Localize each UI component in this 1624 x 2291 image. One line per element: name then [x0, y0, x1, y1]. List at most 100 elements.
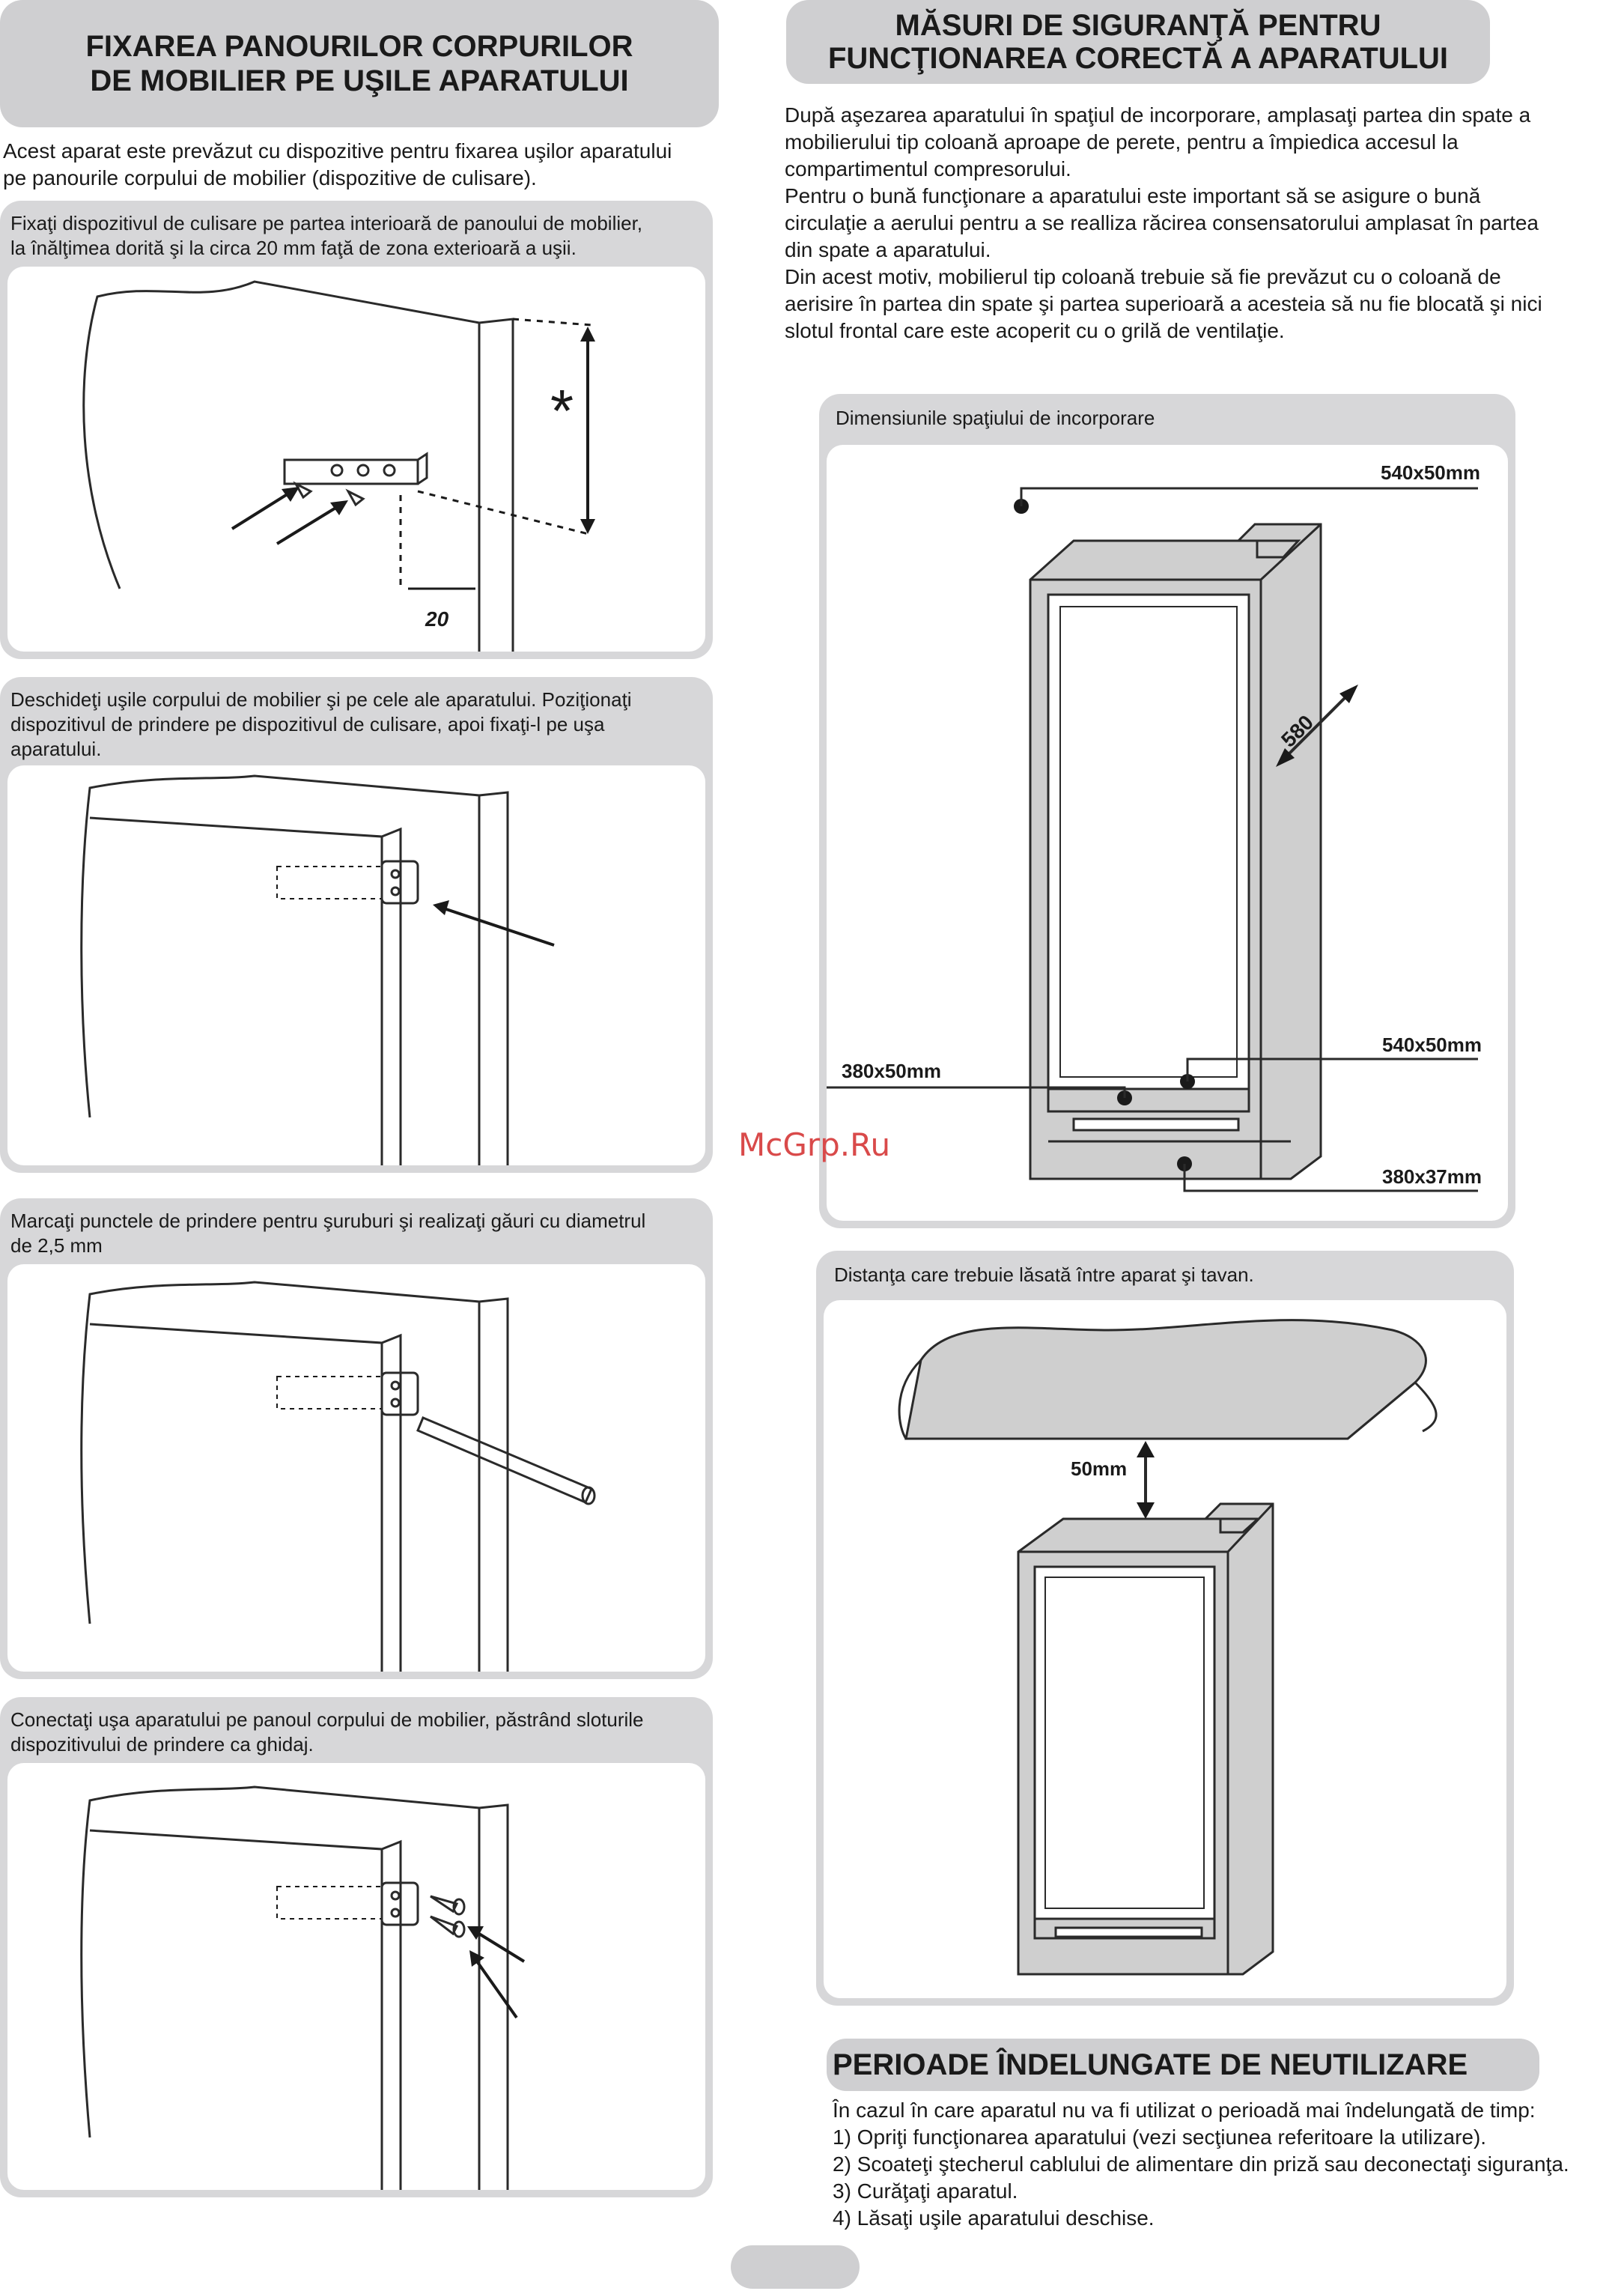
step1-panel: Fixaţi dispozitivul de culisare pe parte… [0, 201, 713, 659]
bracket [380, 1881, 419, 1926]
step2-caption-line-2: dispozitivul de prindere pe dispozitivul… [10, 713, 605, 735]
gap-dim-heads [1137, 1441, 1155, 1519]
step3-caption-line-1: Marcaţi punctele de prindere pentru şuru… [10, 1210, 646, 1232]
left-intro: Acest aparat este prevăzut cu dispozitiv… [3, 138, 722, 192]
screw-2 [345, 488, 365, 507]
step1-caption-line-2: la înălţimea dorită şi la circa 20 mm fa… [10, 237, 577, 259]
ceiling-drawing: 50mm [898, 1319, 1438, 1976]
step3-caption: Marcaţi punctele de prindere pentru şuru… [0, 1198, 713, 1258]
bracket-hole-1 [390, 1890, 401, 1901]
appliance-door-edge [380, 827, 402, 1165]
appliance-top-edge [89, 1829, 383, 1851]
slide-hole-1 [330, 464, 344, 477]
step1-caption: Fixaţi dispozitivul de culisare pe parte… [0, 201, 713, 261]
right-body-line-9: slotul frontal care este acoperit cu o g… [785, 319, 1285, 342]
step4-panel: Conectaţi uşa aparatului pe panoul corpu… [0, 1697, 713, 2197]
dim-top-leader [1020, 487, 1478, 506]
step3-drawing [80, 1281, 596, 1672]
long-term-item-2: 2) Scoateţi ştecherul cablului de alimen… [833, 2152, 1569, 2176]
cabinet-front-edge [1018, 1502, 1274, 1974]
panel-edge [478, 791, 509, 1165]
step4-illustration [7, 1763, 705, 2190]
right-body-line-3: compartimentul compresorului. [785, 157, 1071, 180]
long-term-item-1: 1) Opriţi funcţionarea aparatului (vezi … [833, 2125, 1487, 2149]
step3-panel: Marcaţi punctele de prindere pentru şuru… [0, 1198, 713, 1679]
slide-hole-2 [356, 464, 370, 477]
bracket-hole-1 [390, 1380, 401, 1391]
appliance-top-edge [89, 816, 383, 838]
step3-illustration [7, 1264, 705, 1672]
arrow-2 [276, 503, 342, 545]
right-body-line-6: din spate a aparatului. [785, 238, 991, 261]
step4-drawing [80, 1785, 526, 2190]
arrow-2-head [330, 500, 348, 515]
dim-depth-heads [1276, 685, 1358, 767]
page-number-badge [731, 2245, 860, 2289]
arrow-head [433, 900, 449, 915]
right-body-line-5: circulaţie a aerului pentru a se realliz… [785, 211, 1539, 234]
step4-caption: Conectaţi uşa aparatului pe panoul corpu… [0, 1697, 713, 1757]
dimensions-panel: Dimensiunile spaţiului de incorporare 54… [819, 394, 1515, 1228]
ceiling-illustration: 50mm [824, 1300, 1506, 1998]
ceiling-block [904, 1319, 1427, 1440]
step2-caption: Deschideţi uşile corpului de mobilier şi… [0, 677, 713, 762]
long-term-heading: PERIOADE ÎNDELUNGATE DE NEUTILIZARE [827, 2039, 1539, 2091]
long-term-item-3: 3) Curăţaţi aparatul. [833, 2179, 1018, 2203]
left-intro-line-2: pe panourile corpului de mobilier (dispo… [3, 166, 537, 189]
ceiling-caption: Distanţa care trebuie lăsată între apara… [834, 1263, 1254, 1286]
right-body-line-7: Din acest motiv, mobilierul tip coloană … [785, 265, 1501, 288]
dimensions-illustration: 540x50mm 580 540x50mm 380x50mm 380x37mm [827, 445, 1508, 1221]
bracket-hole-2 [390, 1908, 401, 1918]
step2-drawing [80, 774, 555, 1165]
step1-drawing: * 20 [82, 280, 595, 652]
dim-left-leader [827, 1086, 1126, 1098]
step2-caption-line-1: Deschideţi uşile corpului de mobilier şi… [10, 688, 632, 711]
dimensions-caption: Dimensiunile spaţiului de incorporare [836, 407, 1155, 429]
slide-device-side [417, 452, 428, 485]
screw-1 [430, 1895, 459, 1914]
long-term-intro: În cazul în care aparatul nu va fi utili… [833, 2099, 1536, 2122]
dim-left-label: 380x50mm [842, 1060, 941, 1082]
arrow-1 [231, 490, 294, 530]
arrow-2 [474, 1958, 518, 2019]
panel-edge [478, 1297, 509, 1672]
left-heading-line-1: FIXAREA PANOURILOR CORPURILOR [85, 30, 633, 63]
arrow-1-head [282, 487, 299, 502]
slide-hole-3 [383, 464, 396, 477]
step4-caption-line-1: Conectaţi uşa aparatului pe panoul corpu… [10, 1708, 644, 1731]
gap-dim-label: 50mm [1071, 1457, 1127, 1480]
left-heading: FIXAREA PANOURILOR CORPURILOR DE MOBILIE… [0, 0, 719, 127]
step2-caption-line-3: aparatului. [10, 738, 102, 760]
long-term-text: În cazul în care aparatul nu va fi utili… [833, 2097, 1619, 2232]
screw-2-head [452, 1920, 466, 1938]
furniture-panel-outline [80, 1785, 481, 2190]
cabinet-opening-inner [1044, 1577, 1205, 1909]
star-label: * [550, 377, 574, 444]
step1-illustration: * 20 [7, 267, 705, 652]
bracket [380, 1371, 419, 1416]
slide-device [283, 458, 419, 485]
step2-illustration [7, 765, 705, 1165]
arrow-1 [474, 1930, 526, 1963]
cabinet-opening-inner [1059, 606, 1238, 1078]
screw-1 [293, 481, 313, 500]
dim-mid-label: 540x50mm [1382, 1034, 1482, 1056]
dim-bottom-dashed [417, 490, 592, 536]
furniture-panel-outline [80, 1281, 481, 1672]
ceiling-edge [898, 1359, 922, 1439]
bracket [380, 860, 419, 905]
appliance-top-edge [89, 1323, 383, 1344]
hidden-slide [276, 866, 383, 899]
step1-caption-line-1: Fixaţi dispozitivul de culisare pe parte… [10, 212, 643, 234]
left-heading-line-2: DE MOBILIER PE UŞILE APARATULUI [90, 64, 629, 97]
dim-20-label: 20 [425, 607, 449, 631]
long-term-item-4: 4) Lăsaţi uşile aparatului deschise. [833, 2206, 1155, 2230]
step3-caption-line-2: de 2,5 mm [10, 1234, 103, 1257]
arrow [441, 906, 555, 947]
right-body-line-1: După aşezarea aparatului în spaţiul de i… [785, 103, 1531, 127]
dimensions-drawing: 540x50mm 580 540x50mm 380x50mm 380x37mm [827, 461, 1482, 1192]
plinth-top [1047, 1087, 1250, 1113]
arrow-2-head [469, 1950, 484, 1967]
watermark: McGrp.Ru [738, 1126, 891, 1163]
dim-top-label: 540x50mm [1381, 461, 1480, 484]
